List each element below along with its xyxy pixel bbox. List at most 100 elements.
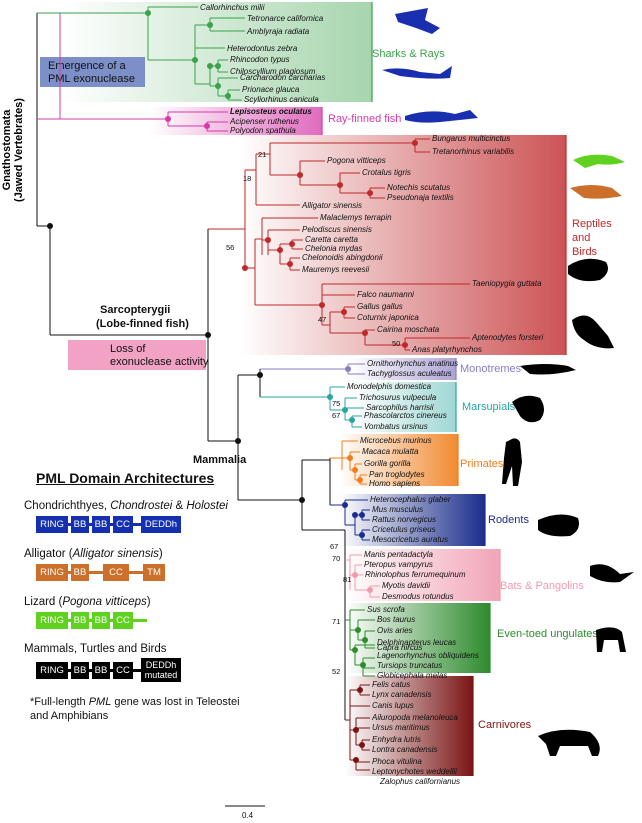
arch-label-mammals: Mammals, Turtles and Birds (24, 643, 167, 655)
clade-box-8 (345, 603, 490, 673)
taxon-label: Zalophus californianus (379, 777, 460, 786)
goat-silhouette (596, 627, 626, 652)
domain-row-chondrichthyes: RING BB BB CC DEDDh (36, 516, 181, 533)
human-silhouette (502, 438, 522, 486)
clade-label-primates: Primates (460, 458, 504, 470)
clade-label-carnivores: Carnivores (478, 719, 532, 731)
koala-silhouette (512, 395, 544, 423)
lizard-silhouette (573, 154, 625, 168)
taxon-label: Cricetulus griseus (372, 525, 436, 534)
taxon-label: Mesocricetus auratus (372, 535, 448, 544)
domain-tm: TM (143, 564, 165, 581)
domain-cc: CC (113, 661, 133, 679)
shark-silhouette (382, 66, 452, 79)
taxon-label: Heterodontus zebra (227, 44, 298, 53)
support-value: 75 (332, 399, 340, 408)
taxon-label: Myotis davidii (382, 581, 430, 590)
taxon-label: Sus scrofa (367, 605, 405, 614)
taxon-label: Rhinolophus ferrumequinum (365, 570, 466, 579)
taxon-label: Capra hircus (377, 643, 422, 652)
taxon-label: Canis lupus (372, 701, 414, 710)
taxon-label: Coturnix japonica (357, 313, 419, 322)
taxon-label: Macaca mulatta (362, 447, 419, 456)
support-value: 71 (332, 617, 340, 626)
taxon-label: Phoca vitulina (372, 757, 422, 766)
bear-silhouette (538, 729, 600, 756)
clade-label-marsupials: Marsupials (462, 401, 516, 413)
taxon-label: Lontra canadensis (372, 745, 437, 754)
domain-row-alligator: RING BB CC TM (36, 564, 165, 581)
domain-ring: RING (36, 564, 68, 581)
loss-label-line: exonuclease activity (110, 356, 209, 368)
clade-label-rodents: Rodents (488, 514, 529, 526)
clade-box-4 (350, 382, 456, 432)
taxon-label: Rattus norvegicus (372, 515, 436, 524)
bat-silhouette (590, 564, 634, 583)
taxon-label: Amblyraja radiata (246, 27, 310, 36)
taxon-label: Malaclemys terrapin (320, 213, 392, 222)
clade-label-reptiles-line: and (572, 232, 590, 244)
taxon-label: Cairina moschata (377, 325, 440, 334)
ray-silhouette (395, 8, 440, 34)
domain-deddh-mutated: DEDDh mutated (141, 658, 181, 682)
domain-row-mammals: RING BB BB CC DEDDh mutated (36, 658, 181, 682)
arch-title: PML Domain Architectures (36, 470, 215, 486)
taxon-label: Pteropus vampyrus (364, 560, 433, 569)
taxon-label: Gallus gallus (357, 302, 403, 311)
support-value: 81 (343, 575, 351, 584)
clade-label-monotremes: Monotremes (460, 363, 522, 375)
taxon-label: Polyodon spathula (230, 126, 296, 135)
domain-ring: RING (36, 612, 68, 629)
platypus-silhouette (520, 364, 576, 375)
clade-label-bats: Bats & Pangolins (500, 580, 584, 592)
taxon-label: Ornithorhynchus anatinus (367, 359, 458, 368)
support-value: 47 (318, 315, 326, 324)
bird-silhouette (572, 315, 614, 349)
taxon-label: Leptonychotes weddellii (372, 767, 457, 776)
domain-row-lizard: RING BB BB CC (36, 612, 147, 629)
taxon-label: Mus musculus (372, 505, 423, 514)
taxon-label: Taeniopygia guttata (472, 279, 542, 288)
taxon-label: Globicephala melas (377, 671, 447, 680)
taxon-label: Scyliorhinus canicula (244, 95, 319, 104)
taxon-label: Homo sapiens (369, 479, 420, 488)
emergence-box (40, 57, 145, 87)
turtle-silhouette (568, 258, 608, 282)
scale-label: 0.4 (242, 811, 254, 820)
taxon-label: Notechis scutatus (387, 183, 450, 192)
taxon-label: Pogona vitticeps (327, 156, 386, 165)
arch-label-alligator: Alligator (Alligator sinensis) (24, 548, 163, 560)
mammalia-label: Mammalia (193, 454, 247, 466)
clade-box-3 (350, 358, 456, 380)
domain-bb: BB (92, 661, 110, 679)
support-value: 56 (226, 243, 234, 252)
side-title: Gnathostomata(Jawed Vertebrates) (1, 98, 25, 202)
taxon-label: Pan troglodytes (369, 470, 425, 479)
taxon-label: Bungarus multicinctus (432, 134, 510, 143)
taxon-label: Crotalus tigris (362, 168, 411, 177)
domain-bb: BB (71, 661, 89, 679)
emergence-label-line: PML exonuclease (48, 73, 135, 85)
taxon-label: Anas platyrhynchos (411, 345, 482, 354)
taxon-label: Pseudonaja textilis (387, 193, 454, 202)
clade-label-rayfinned: Ray-finned fish (328, 113, 401, 125)
taxon-label: Falco naumanni (357, 290, 414, 299)
taxon-label: Mauremys reevesii (302, 265, 369, 274)
taxon-label: Desmodus rotundus (382, 592, 454, 601)
taxon-label: Tursiops truncatus (377, 661, 442, 670)
domain-bb: BB (71, 564, 89, 581)
taxon-label: Chelonoidis abingdonii (302, 253, 383, 262)
support-value: 21 (258, 150, 266, 159)
domain-bb: BB (92, 612, 110, 629)
taxon-label: Microcebus murinus (360, 436, 432, 445)
taxon-label: Ailuropoda melanoleuca (371, 713, 458, 722)
taxon-label: Bos taurus (377, 615, 415, 624)
taxon-label: Monodelphis domestica (347, 382, 432, 391)
domain-bb: BB (92, 516, 110, 533)
domain-bb: BB (71, 612, 89, 629)
clade-label-ungulates: Even-toed ungulates (497, 628, 598, 640)
taxon-label: Chiloscyllium plagiosum (230, 67, 316, 76)
